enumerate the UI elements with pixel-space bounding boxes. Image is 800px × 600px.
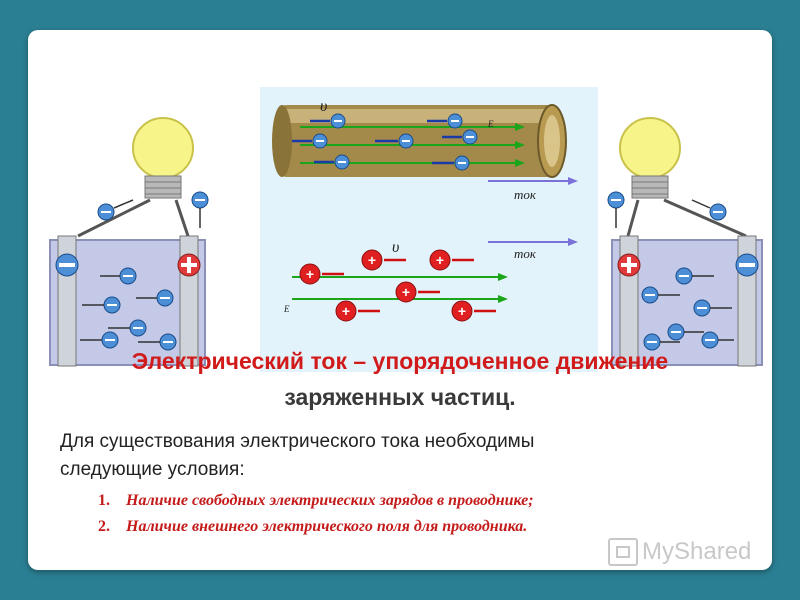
svg-text:+: + xyxy=(306,266,314,282)
slide-title: Электрический ток – упорядоченное движен… xyxy=(40,343,760,415)
slide-panel: υ E ток υ ток E + + + + + + xyxy=(28,30,772,570)
svg-text:+: + xyxy=(458,303,466,319)
intro-line-2: следующие условия: xyxy=(60,459,245,480)
current-diagram: υ E ток υ ток E + + + + + + xyxy=(260,87,598,372)
watermark: MyShared xyxy=(608,538,751,566)
tok-label-top: ток xyxy=(514,187,537,202)
list-item-number: 1. xyxy=(98,492,110,509)
list-item: 2. Наличие внешнего электрического поля д… xyxy=(98,514,738,540)
title-line-2: заряженных частиц. xyxy=(284,384,516,410)
ion-group xyxy=(641,267,734,351)
svg-text:+: + xyxy=(342,303,350,319)
presentation-icon xyxy=(608,538,638,566)
title-line-1: Электрический ток – упорядоченное движен… xyxy=(131,348,669,374)
light-bulb-icon xyxy=(132,117,194,179)
list-item: 1. Наличие свободных электрических зарядо… xyxy=(98,488,738,514)
list-item-text: Наличие свободных электрических зарядов … xyxy=(126,492,534,509)
tok-label-bottom: ток xyxy=(514,246,537,261)
right-electrolyte-cell xyxy=(607,117,763,367)
svg-text:+: + xyxy=(368,252,376,268)
list-item-text: Наличие внешнего электрического поля для… xyxy=(126,518,528,535)
conditions-list: 1. Наличие свободных электрических зарядо… xyxy=(98,488,738,540)
intro-text: Для существования электрического тока не… xyxy=(60,428,740,484)
intro-line-1: Для существования электрического тока не… xyxy=(60,431,535,452)
e-label-top: E xyxy=(487,119,494,129)
v-label-bottom: υ xyxy=(392,239,399,256)
left-electrolyte-cell xyxy=(49,117,209,367)
list-item-number: 2. xyxy=(98,518,110,535)
light-bulb-icon xyxy=(619,117,681,179)
watermark-text: MyShared xyxy=(642,538,752,565)
svg-text:+: + xyxy=(402,284,410,300)
e-label-bottom: E xyxy=(283,304,290,314)
v-label-top: υ xyxy=(320,98,327,115)
ion-group xyxy=(80,267,177,351)
svg-text:+: + xyxy=(436,252,444,268)
